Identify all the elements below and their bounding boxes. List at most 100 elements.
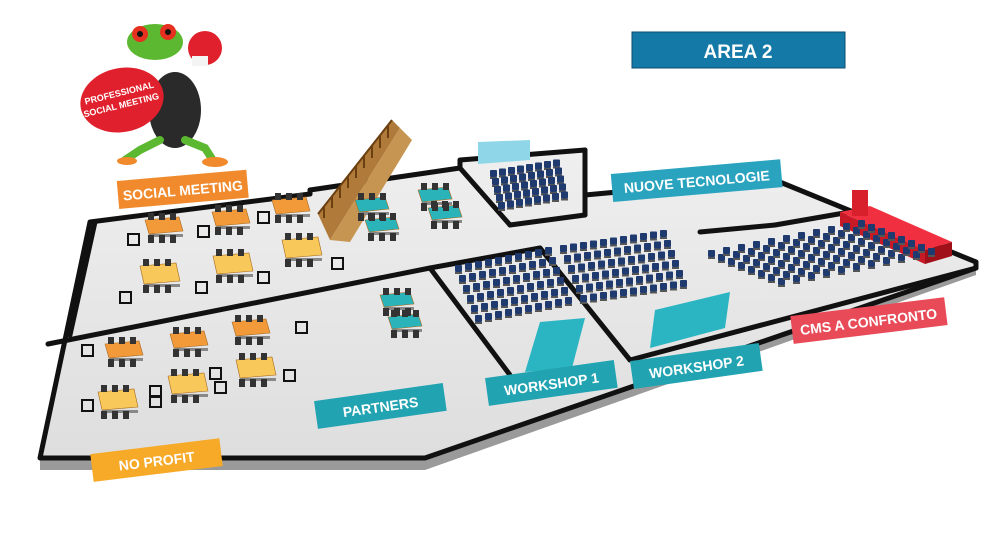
wall <box>45 265 433 347</box>
seat-icon <box>523 189 530 197</box>
chair-icon <box>413 310 419 317</box>
chair-icon <box>421 203 427 211</box>
seat-icon <box>503 184 510 192</box>
seat-icon <box>545 247 552 254</box>
seat-icon <box>498 202 505 209</box>
seat-base <box>650 291 657 294</box>
seat-base <box>793 282 800 284</box>
seat-base <box>662 268 669 271</box>
chair-icon <box>165 285 171 293</box>
seat-icon <box>512 183 519 190</box>
wall <box>427 265 513 378</box>
seat-base <box>545 254 552 256</box>
chair-icon <box>261 379 267 387</box>
chair-icon <box>358 193 364 200</box>
seat-icon <box>610 290 617 298</box>
seat-icon <box>600 292 607 299</box>
seat-base <box>654 248 661 251</box>
seat-base <box>833 244 840 246</box>
seat-base <box>565 304 572 306</box>
seat-base <box>493 286 500 288</box>
seat-icon <box>908 240 915 247</box>
chair-icon <box>238 275 244 283</box>
chair-icon <box>227 275 233 283</box>
marker-square <box>149 385 162 398</box>
table-icon <box>104 340 144 359</box>
seat-icon <box>537 170 544 178</box>
seat-base <box>513 282 520 284</box>
seat-base <box>501 306 508 308</box>
seat-base <box>572 282 579 284</box>
seat-icon <box>531 293 538 300</box>
seating-layer <box>455 159 935 324</box>
seat-base <box>640 240 647 242</box>
chair-icon <box>402 310 408 317</box>
seat-icon <box>570 243 577 251</box>
seat-icon <box>553 159 560 167</box>
seat-base <box>733 258 740 260</box>
seat-icon <box>664 240 671 247</box>
seat-icon <box>479 271 486 278</box>
chair-icon <box>307 233 313 240</box>
staircase-icon <box>317 119 412 242</box>
seat-icon <box>543 194 550 202</box>
seat-base <box>553 274 560 276</box>
seat-base <box>798 257 805 259</box>
seat-icon <box>638 254 645 262</box>
seat-icon <box>580 295 587 302</box>
seat-base <box>848 259 855 261</box>
seat-base <box>588 269 595 271</box>
seat-icon <box>640 233 647 240</box>
chair-icon <box>159 213 165 220</box>
seat-base <box>612 276 619 278</box>
chair-icon <box>108 337 114 344</box>
seat-base <box>878 235 885 237</box>
seat-icon <box>553 267 560 274</box>
marker-square <box>119 291 132 304</box>
chair-icon <box>226 227 232 235</box>
seat-icon <box>642 264 649 272</box>
seat-icon <box>477 293 484 300</box>
seat-base <box>535 310 542 312</box>
seat-icon <box>555 299 562 306</box>
chair-icon <box>119 359 125 367</box>
seat-base <box>808 261 815 263</box>
seat-base <box>600 246 607 248</box>
seat-base <box>853 252 860 254</box>
seat-base <box>758 277 765 279</box>
logo-badge <box>80 67 164 133</box>
seat-base <box>813 236 820 238</box>
seat-base <box>813 272 820 274</box>
seat-base <box>602 277 609 280</box>
wall <box>67 219 98 338</box>
seat-base <box>606 287 613 290</box>
seat-base <box>555 306 562 308</box>
chair-icon <box>391 330 397 338</box>
seat-icon <box>843 223 850 230</box>
seat-base <box>658 258 665 261</box>
markers-layer <box>81 211 344 412</box>
seat-base <box>628 263 635 265</box>
seat-base <box>590 300 597 303</box>
seat-base <box>883 264 890 266</box>
chair-icon <box>193 369 199 376</box>
marker-square <box>214 381 227 394</box>
seat-icon <box>507 200 514 208</box>
wall <box>427 245 543 271</box>
seat-base <box>475 322 482 324</box>
seat-base <box>793 264 800 266</box>
seat-base <box>798 275 805 277</box>
chair-icon <box>238 249 244 256</box>
seat-icon <box>878 228 885 235</box>
projection-screen-icon <box>525 318 585 372</box>
seat-icon <box>626 277 633 285</box>
seat-icon <box>463 285 470 292</box>
seat-base <box>868 231 875 233</box>
seat-icon <box>616 279 623 286</box>
seat-base <box>475 268 482 270</box>
seat-icon <box>492 178 499 185</box>
seat-base <box>568 272 575 274</box>
seat-base <box>908 247 915 249</box>
seat-base <box>523 280 530 282</box>
chair-icon <box>193 395 199 403</box>
